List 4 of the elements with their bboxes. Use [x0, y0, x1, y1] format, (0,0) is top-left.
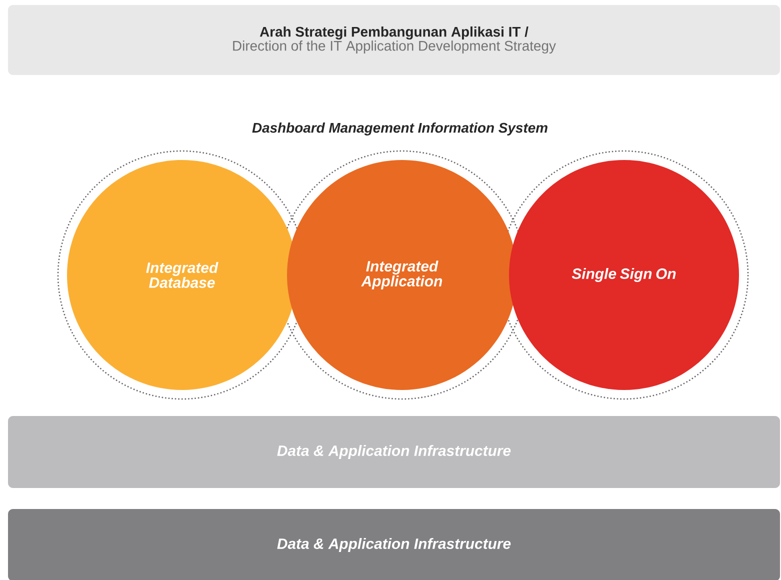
layer-bar: Data & Application Infrastructure	[8, 416, 780, 488]
title-box: Arah Strategi Pembangunan Aplikasi IT / Direction of the IT Application Development Strategy	[8, 5, 780, 75]
diagram-heading: Dashboard Management Information System	[252, 122, 548, 136]
layer-bar: Data & Application Infrastructure	[8, 509, 780, 580]
